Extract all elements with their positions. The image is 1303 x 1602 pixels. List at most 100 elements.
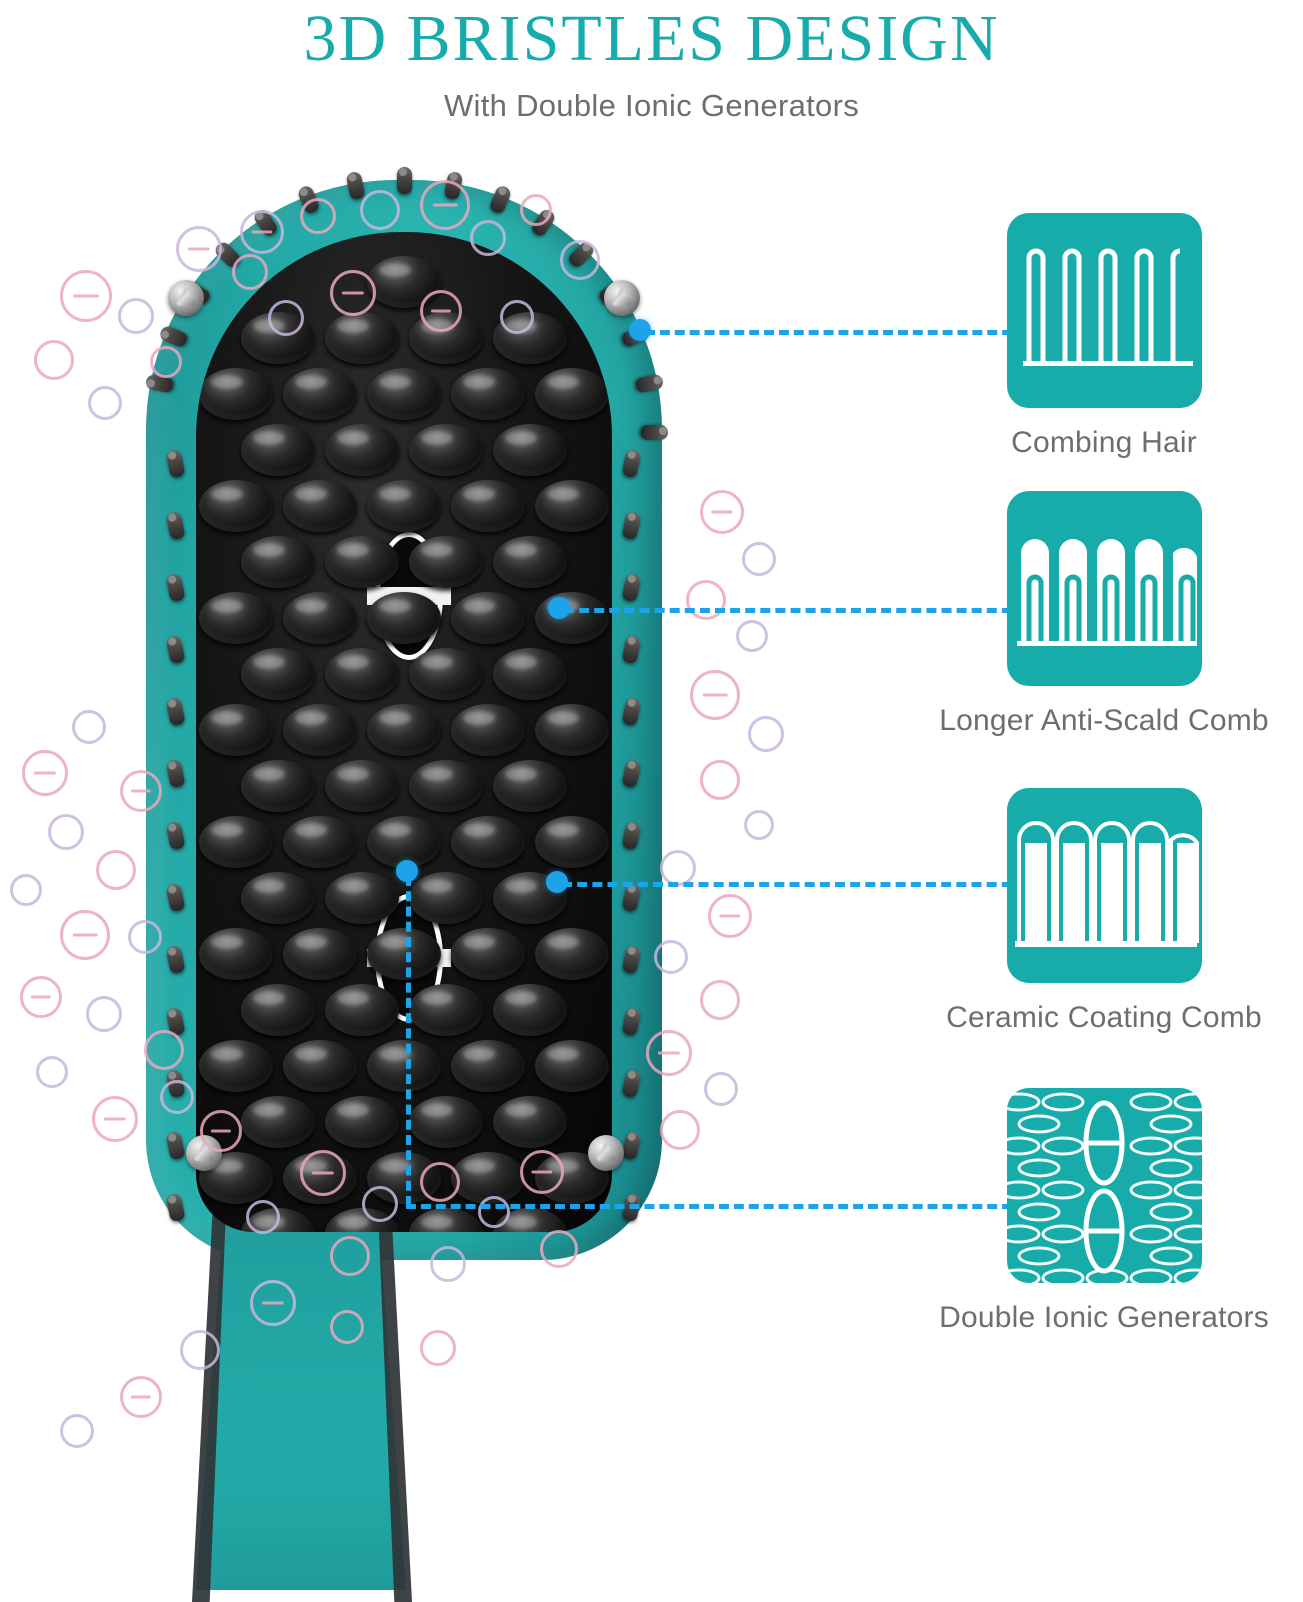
negative-ion-bubble xyxy=(60,910,110,960)
negative-ion-bubble xyxy=(420,180,470,230)
bristle-bump xyxy=(199,928,273,980)
negative-ion-bubble xyxy=(128,920,162,954)
negative-ion-bubble xyxy=(160,1080,194,1114)
feature-icon-card-4 xyxy=(1006,1088,1202,1283)
negative-ion-bubble xyxy=(120,1376,162,1418)
negative-ion-bubble xyxy=(690,670,740,720)
bristle-bump xyxy=(325,1096,399,1148)
bristle-bump xyxy=(409,536,483,588)
page-title: 3D BRISTLES DESIGN xyxy=(303,2,1000,75)
bristle-bump xyxy=(325,312,399,364)
negative-ion-bubble xyxy=(420,1162,460,1202)
connector-line-4-horizontal xyxy=(406,1204,1027,1209)
feature-label-2: Longer Anti-Scald Comb xyxy=(939,704,1269,737)
feature-icon-card-1 xyxy=(1006,213,1202,408)
connector-line-1 xyxy=(645,330,1027,335)
bristle-bump xyxy=(535,592,609,644)
ion-minus-sign xyxy=(33,771,57,775)
bristle-bump xyxy=(535,368,609,420)
negative-ion-bubble xyxy=(240,210,284,254)
feature-icon-card-2 xyxy=(1006,491,1202,686)
feature-icon-card-3 xyxy=(1006,788,1202,983)
bristle-bump xyxy=(367,480,441,532)
connector-dot-1 xyxy=(629,319,651,341)
negative-ion-bubble xyxy=(88,386,122,420)
ion-minus-sign xyxy=(210,1129,232,1133)
bristle-bump xyxy=(367,592,441,644)
negative-ion-bubble xyxy=(180,1330,220,1370)
bristle-bump xyxy=(493,760,567,812)
feature-longer-anti-scald-comb[interactable]: Longer Anti-Scald Comb xyxy=(905,491,1303,738)
bristle-bump xyxy=(535,928,609,980)
bristle-pin xyxy=(641,425,668,440)
bristle-bump xyxy=(367,704,441,756)
bristle-bump xyxy=(451,928,525,980)
bristle-bump xyxy=(367,928,441,980)
negative-ion-bubble xyxy=(96,850,136,890)
connector-line-2 xyxy=(564,608,1027,613)
feature-list: Combing Hair xyxy=(905,150,1303,1431)
negative-ion-bubble xyxy=(36,1056,68,1088)
bristle-pin xyxy=(397,167,412,194)
bristle-bump xyxy=(283,592,357,644)
bristle-bump xyxy=(325,760,399,812)
brush-handle xyxy=(196,1190,406,1590)
bristle-bump xyxy=(535,816,609,868)
negative-ion-bubble xyxy=(60,270,112,322)
negative-ion-bubble xyxy=(86,996,122,1032)
bristle-bump xyxy=(283,928,357,980)
ion-minus-sign xyxy=(103,1117,127,1121)
bristle-bump xyxy=(241,984,315,1036)
ion-minus-sign xyxy=(341,291,365,295)
negative-ion-bubble xyxy=(744,810,774,840)
feature-double-ionic-generators[interactable]: Double Ionic Generators xyxy=(905,1088,1303,1335)
connector-dot-4 xyxy=(396,860,418,882)
bristle-bump xyxy=(241,536,315,588)
bristle-bump xyxy=(493,536,567,588)
negative-ion-bubble xyxy=(60,1414,94,1448)
ion-minus-sign xyxy=(657,1051,681,1055)
feature-label-3: Ceramic Coating Comb xyxy=(946,1001,1262,1034)
metal-screw xyxy=(604,280,640,316)
bristle-bump xyxy=(325,872,399,924)
connector-dot-3 xyxy=(546,871,568,893)
bristle-bump xyxy=(451,1152,525,1204)
negative-ion-bubble xyxy=(700,760,740,800)
negative-ion-bubble xyxy=(420,290,462,332)
ion-minus-sign xyxy=(72,933,98,937)
feature-ceramic-coating-comb[interactable]: Ceramic Coating Comb xyxy=(905,788,1303,1035)
bristle-bump xyxy=(451,1040,525,1092)
ion-minus-sign xyxy=(711,510,733,514)
negative-ion-bubble xyxy=(360,190,400,230)
bristle-bump xyxy=(241,760,315,812)
page-subtitle: With Double Ionic Generators xyxy=(443,88,860,123)
ion-minus-sign xyxy=(531,1170,553,1174)
negative-ion-bubble xyxy=(478,1196,510,1228)
negative-ion-bubble xyxy=(150,346,182,378)
metal-screw xyxy=(168,280,204,316)
ion-minus-sign xyxy=(73,294,99,298)
bristle-bump xyxy=(199,1040,273,1092)
negative-ion-bubble xyxy=(250,1280,296,1326)
bristle-bump xyxy=(283,1040,357,1092)
bristle-bump xyxy=(409,1096,483,1148)
product-image xyxy=(0,150,784,1602)
comb-flat-teeth-icon xyxy=(1007,213,1202,408)
bristle-pad xyxy=(196,232,612,1232)
bristle-bump xyxy=(493,984,567,1036)
bristle-bump xyxy=(535,1040,609,1092)
bristle-bump xyxy=(199,816,273,868)
negative-ion-bubble xyxy=(560,240,600,280)
bristle-bump xyxy=(283,704,357,756)
negative-ion-bubble xyxy=(520,1150,564,1194)
feature-combing-hair[interactable]: Combing Hair xyxy=(905,213,1303,460)
negative-ion-bubble xyxy=(736,620,768,652)
negative-ion-bubble xyxy=(520,194,552,226)
ion-minus-sign xyxy=(702,693,728,697)
negative-ion-bubble xyxy=(654,940,688,974)
bristle-bump xyxy=(325,424,399,476)
negative-ion-bubble xyxy=(120,770,162,812)
bristle-bump xyxy=(367,368,441,420)
ion-minus-sign xyxy=(261,1301,285,1305)
bristle-bump xyxy=(409,760,483,812)
